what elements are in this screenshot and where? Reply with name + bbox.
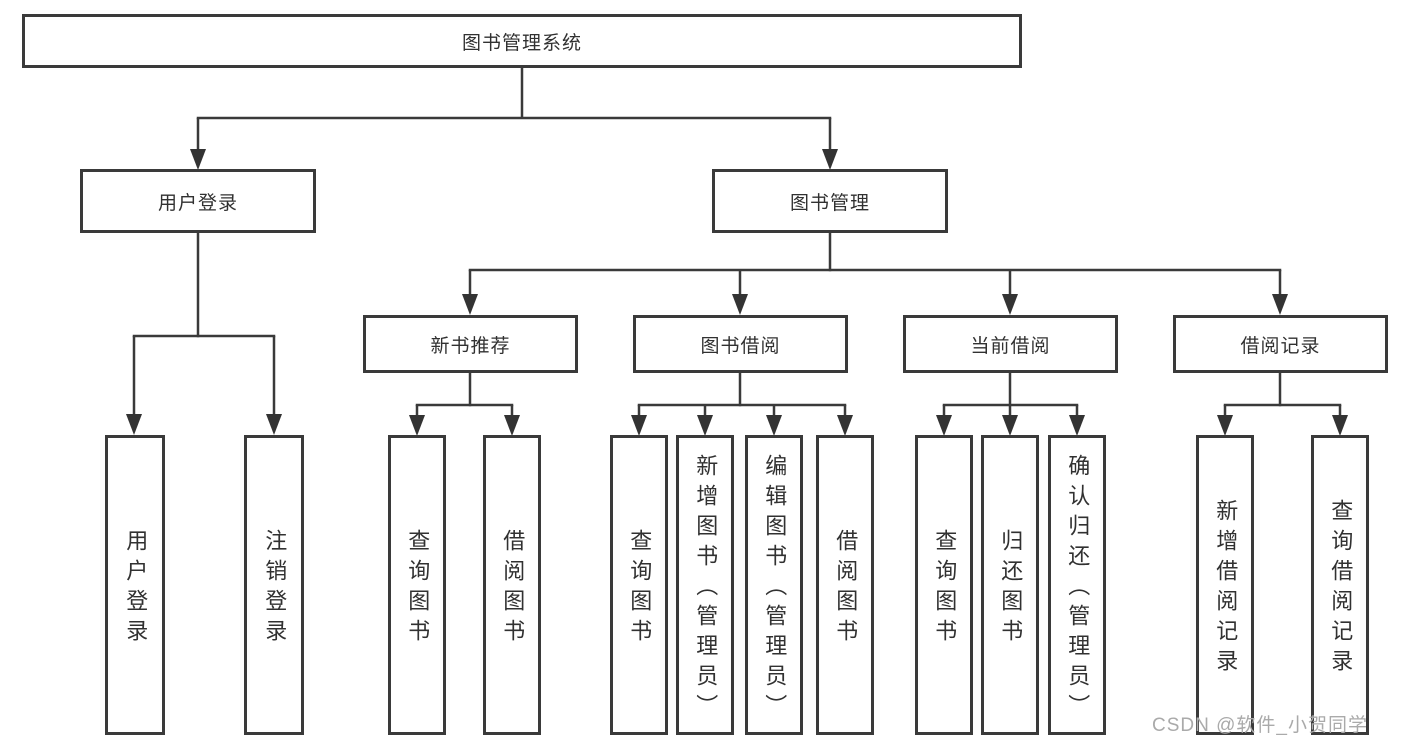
- leaf-query-book-borrow: 查询图书: [610, 435, 668, 735]
- node-book-borrow-label: 图书借阅: [700, 335, 781, 357]
- leaf-query-book-current-label: 查询图书: [932, 529, 958, 649]
- node-borrow-records: 借阅记录: [1173, 315, 1388, 373]
- node-library-system-label: 图书管理系统: [461, 32, 582, 54]
- leaf-return-book-label: 归还图书: [998, 529, 1024, 649]
- arrowheads: [126, 149, 1348, 436]
- leaf-logout: 注销登录: [244, 435, 304, 735]
- leaf-borrow-book-recommend-label: 借阅图书: [500, 529, 526, 649]
- node-current-borrow: 当前借阅: [903, 315, 1118, 373]
- node-book-management: 图书管理: [712, 169, 948, 233]
- leaf-borrow-book: 借阅图书: [816, 435, 874, 735]
- node-current-borrow-label: 当前借阅: [970, 335, 1051, 357]
- leaf-logout-label: 注销登录: [262, 529, 288, 649]
- leaf-query-book-recommend: 查询图书: [388, 435, 446, 735]
- leaf-query-book-recommend-label: 查询图书: [405, 529, 431, 649]
- leaf-add-borrow-record: 新增借阅记录: [1196, 435, 1254, 735]
- watermark: CSDN @软件_小贺同学: [1152, 715, 1368, 736]
- leaf-edit-book-admin-label: 编辑图书（管理员）: [762, 454, 788, 724]
- leaf-return-book: 归还图书: [981, 435, 1039, 735]
- leaf-query-borrow-record: 查询借阅记录: [1311, 435, 1369, 735]
- node-new-book-recommend-label: 新书推荐: [430, 335, 511, 357]
- leaf-add-book-admin: 新增图书（管理员）: [676, 435, 734, 735]
- node-new-book-recommend: 新书推荐: [363, 315, 578, 373]
- leaf-borrow-book-recommend: 借阅图书: [483, 435, 541, 735]
- leaf-query-book-borrow-label: 查询图书: [627, 529, 653, 649]
- leaf-edit-book-admin: 编辑图书（管理员）: [745, 435, 803, 735]
- leaf-user-login-label: 用户登录: [123, 529, 149, 649]
- node-borrow-records-label: 借阅记录: [1240, 335, 1321, 357]
- node-book-borrow: 图书借阅: [633, 315, 848, 373]
- leaf-borrow-book-label: 借阅图书: [833, 529, 859, 649]
- leaf-confirm-return-admin: 确认归还（管理员）: [1048, 435, 1106, 735]
- leaf-query-borrow-record-label: 查询借阅记录: [1328, 499, 1354, 679]
- leaf-user-login: 用户登录: [105, 435, 165, 735]
- leaf-confirm-return-admin-label: 确认归还（管理员）: [1065, 454, 1091, 724]
- node-book-management-label: 图书管理: [789, 192, 870, 214]
- node-user-login: 用户登录: [80, 169, 316, 233]
- node-user-login-label: 用户登录: [157, 192, 238, 214]
- leaf-add-book-admin-label: 新增图书（管理员）: [693, 454, 719, 724]
- leaf-add-borrow-record-label: 新增借阅记录: [1213, 499, 1239, 679]
- leaf-query-book-current: 查询图书: [915, 435, 973, 735]
- node-library-system: 图书管理系统: [22, 14, 1022, 68]
